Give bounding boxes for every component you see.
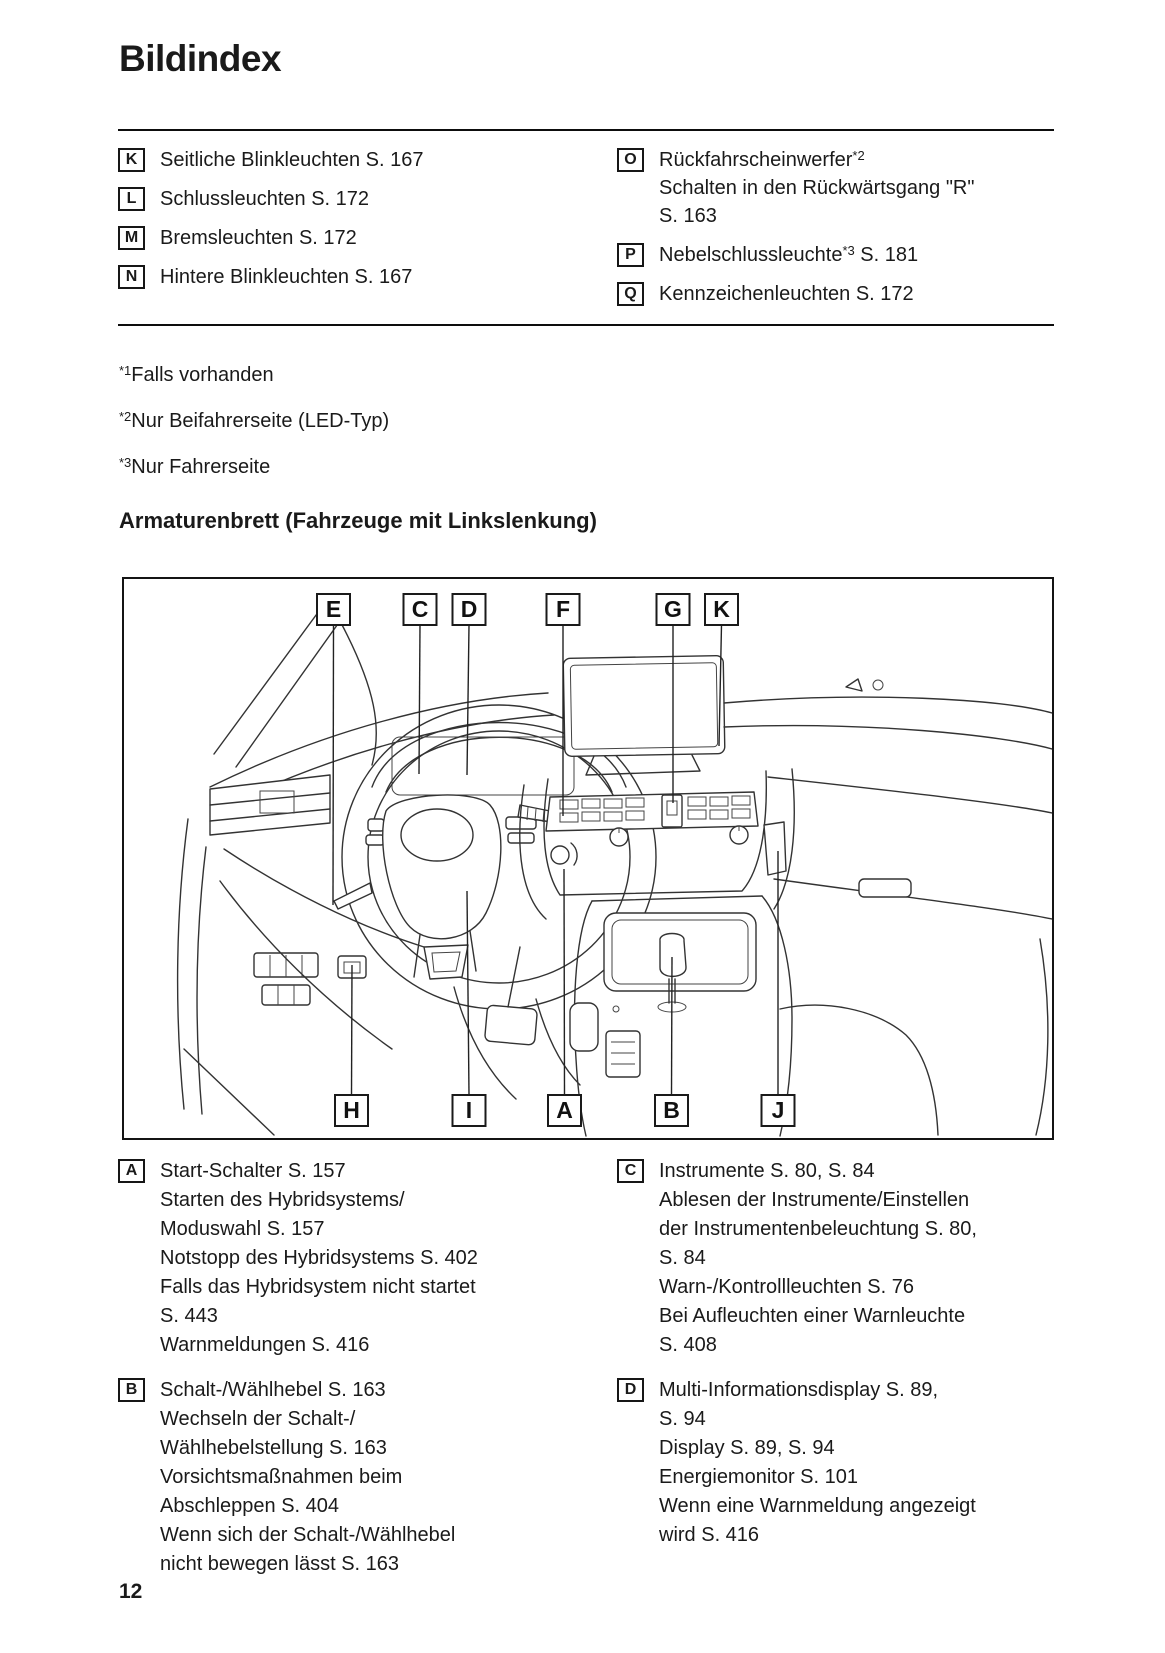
figure-callout-E: E — [326, 596, 341, 622]
figure-callout-B: B — [663, 1097, 680, 1123]
footnote-ref: *3 — [842, 243, 855, 258]
divider-bottom — [118, 324, 1054, 326]
footnotes: *1Falls vorhanden *2Nur Beifahrerseite (… — [119, 352, 389, 490]
callout-badge-N: N — [118, 265, 145, 289]
footnote-text: Nur Beifahrerseite (LED-Typ) — [131, 410, 390, 432]
item-title: Kennzeichenleuchten S. 172 — [659, 283, 914, 305]
figure-callout-D: D — [461, 596, 478, 622]
footnote-text: Falls vorhanden — [131, 364, 274, 386]
legend-item-text: Start-Schalter S. 157 Starten des Hybrid… — [160, 1157, 478, 1360]
callout-badge-O: O — [617, 148, 644, 172]
legend-item-B: B Schalt-/Wählhebel S. 163 Wechseln der … — [118, 1376, 588, 1579]
footnote-marker: *2 — [119, 409, 132, 424]
footnote-ref: *2 — [852, 148, 865, 163]
item-title: Schalt-/Wählhebel S. 163 — [160, 1379, 386, 1401]
footnote-marker: *3 — [119, 455, 132, 470]
callout-badge-Q: Q — [617, 282, 644, 306]
item-title: Rückfahrscheinwerfer — [659, 149, 853, 171]
legend-item-C: C Instrumente S. 80, S. 84 Ablesen der I… — [617, 1157, 1054, 1360]
legend-item-text: Kennzeichenleuchten S. 172 — [659, 280, 914, 308]
legend-top-right-column: O Rückfahrscheinwerfer*2 Schalten in den… — [617, 146, 1054, 319]
legend-item-text: Instrumente S. 80, S. 84 Ablesen der Ins… — [659, 1157, 977, 1360]
figure-callout-I: I — [466, 1097, 472, 1123]
item-title-after: S. 181 — [854, 244, 919, 266]
callout-badge-A: A — [118, 1159, 145, 1183]
legend-item-text: Hintere Blinkleuchten S. 167 — [160, 266, 413, 288]
figure-callouts-top: E C D F G K — [316, 593, 739, 626]
callout-badge-P: P — [617, 243, 644, 267]
legend-item-N: N Hintere Blinkleuchten S. 167 — [118, 263, 588, 291]
legend-item-text: Seitliche Blinkleuchten S. 167 — [160, 149, 424, 171]
footnote-text: Nur Fahrerseite — [131, 456, 271, 478]
callout-leader-lines — [332, 624, 779, 1096]
legend-item-L: L Schlussleuchten S. 172 — [118, 185, 588, 213]
legend-item-text: Schlussleuchten S. 172 — [160, 188, 370, 210]
legend-item-text: Bremsleuchten S. 172 — [160, 227, 357, 249]
footnote-marker: *1 — [119, 363, 132, 378]
callout-badge-K: K — [118, 148, 145, 172]
legend-bottom-right-column: C Instrumente S. 80, S. 84 Ablesen der I… — [617, 1157, 1054, 1566]
callout-badge-D: D — [617, 1378, 644, 1402]
legend-bottom-left-column: A Start-Schalter S. 157 Starten des Hybr… — [118, 1157, 588, 1595]
figure-callout-A: A — [556, 1097, 573, 1123]
item-title: Multi-Informationsdisplay S. 89, — [659, 1379, 939, 1401]
legend-item-D: D Multi-Informationsdisplay S. 89, S. 94… — [617, 1376, 1054, 1550]
item-lines: Wechseln der Schalt-/ Wählhebelstellung … — [160, 1408, 456, 1575]
page-title: Bildindex — [119, 38, 282, 79]
item-title: Instrumente S. 80, S. 84 — [659, 1160, 875, 1182]
footnote-1: *1Falls vorhanden — [119, 352, 389, 398]
item-lines: S. 94 Display S. 89, S. 94 Energiemonito… — [659, 1408, 976, 1546]
legend-item-K: K Seitliche Blinkleuchten S. 167 — [118, 146, 588, 174]
legend-top-left-column: K Seitliche Blinkleuchten S. 167 L Schlu… — [118, 146, 588, 302]
legend-item-text: Rückfahrscheinwerfer*2 Schalten in den R… — [659, 146, 974, 230]
footnote-2: *2Nur Beifahrerseite (LED-Typ) — [119, 398, 389, 444]
callout-badge-B: B — [118, 1378, 145, 1402]
page-number: 12 — [119, 1580, 143, 1603]
item-lines: Ablesen der Instrumente/Einstellen der I… — [659, 1189, 977, 1356]
item-lines: Schalten in den Rückwärtsgang "R" S. 163 — [659, 177, 975, 227]
figure-callout-J: J — [772, 1097, 785, 1123]
callout-badge-C: C — [617, 1159, 644, 1183]
line-art — [176, 606, 1052, 1137]
dashboard-figure: E C D F G K H I A B J — [122, 577, 1054, 1140]
legend-item-text: Schalt-/Wählhebel S. 163 Wechseln der Sc… — [160, 1376, 455, 1579]
figure-callout-H: H — [343, 1097, 360, 1123]
item-lines: Starten des Hybridsystems/ Moduswahl S. … — [160, 1189, 478, 1356]
dashboard-illustration: E C D F G K H I A B J — [176, 593, 1052, 1137]
legend-item-O: O Rückfahrscheinwerfer*2 Schalten in den… — [617, 146, 1054, 230]
section-heading: Armaturenbrett (Fahrzeuge mit Linkslenku… — [119, 508, 597, 533]
legend-item-A: A Start-Schalter S. 157 Starten des Hybr… — [118, 1157, 588, 1360]
figure-callout-K: K — [713, 596, 730, 622]
item-title: Nebelschlussleuchte — [659, 244, 843, 266]
figure-callouts-bottom: H I A B J — [334, 1094, 796, 1127]
figure-callout-G: G — [664, 596, 682, 622]
figure-callout-C: C — [412, 596, 429, 622]
callout-badge-M: M — [118, 226, 145, 250]
divider-top — [118, 129, 1054, 131]
legend-item-text: Multi-Informationsdisplay S. 89, S. 94 D… — [659, 1376, 976, 1550]
legend-item-text: Nebelschlussleuchte*3 S. 181 — [659, 241, 918, 269]
item-title: Start-Schalter S. 157 — [160, 1160, 346, 1182]
callout-badge-L: L — [118, 187, 145, 211]
legend-item-Q: Q Kennzeichenleuchten S. 172 — [617, 280, 1054, 308]
footnote-3: *3Nur Fahrerseite — [119, 444, 389, 490]
figure-callout-F: F — [556, 596, 570, 622]
legend-item-P: P Nebelschlussleuchte*3 S. 181 — [617, 241, 1054, 269]
legend-item-M: M Bremsleuchten S. 172 — [118, 224, 588, 252]
